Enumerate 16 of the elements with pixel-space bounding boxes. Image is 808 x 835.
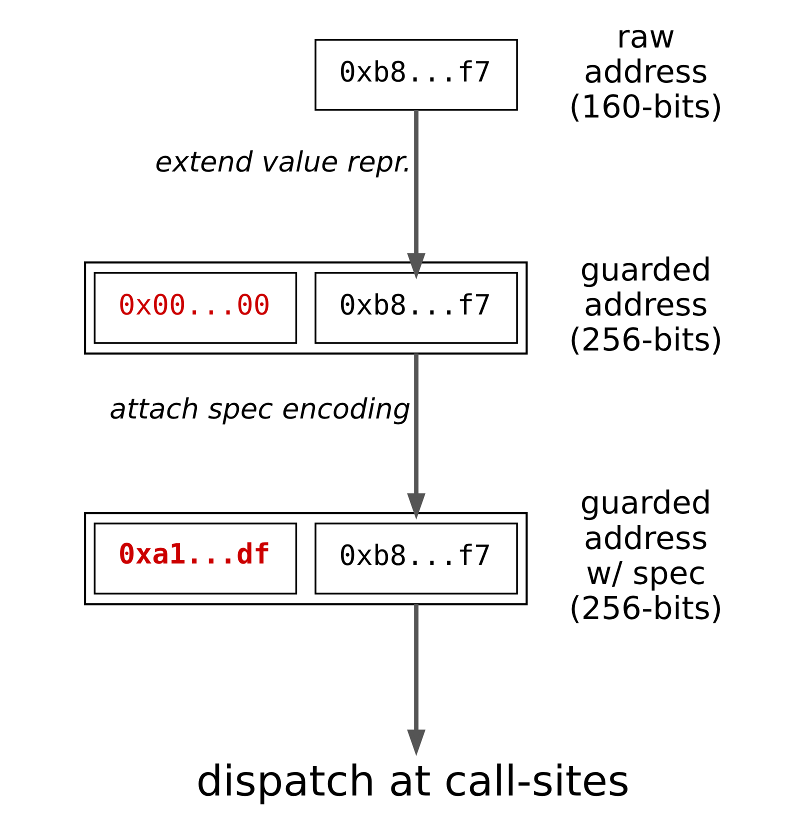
cluster <box>84 512 528 606</box>
arrow <box>407 110 426 280</box>
node-box: 0xb8...f7 <box>314 522 518 595</box>
arrow <box>407 604 426 756</box>
edge-label: extend value repr. <box>155 146 412 179</box>
cluster <box>84 261 528 355</box>
edge-label: attach spec encoding <box>110 392 411 426</box>
node-text: dispatch at call-sites <box>196 756 630 806</box>
node-box: 0xb8...f7 <box>314 272 518 344</box>
node-box: 0xa1...df <box>94 522 298 595</box>
node-label: guarded address (256-bits) <box>568 252 723 359</box>
node-box: 0xb8...f7 <box>314 38 518 111</box>
node-label: raw address (160-bits) <box>568 20 723 126</box>
node-box: 0x00...00 <box>94 272 298 344</box>
arrow <box>407 354 426 520</box>
node-label: guarded address w/ spec (256-bits) <box>568 486 723 627</box>
